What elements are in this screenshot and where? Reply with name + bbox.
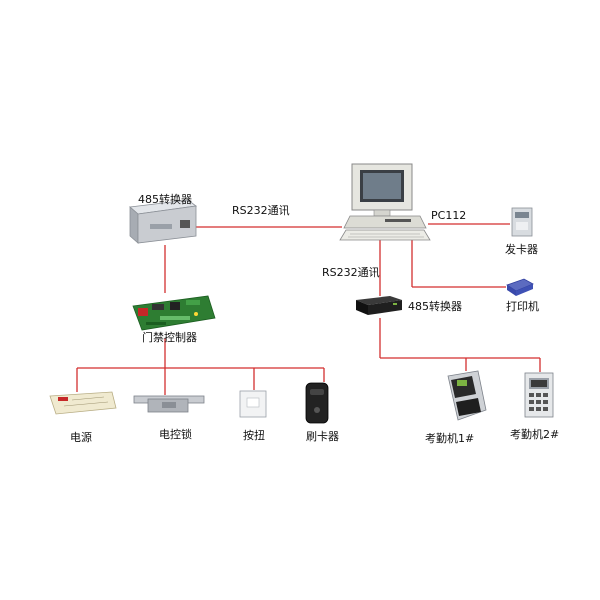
label-converter-mid: 485转换器 — [408, 300, 462, 313]
converter-device-top — [129, 199, 198, 244]
electric-lock-device — [133, 395, 205, 413]
label-printer: 打印机 — [506, 300, 539, 313]
label-power-supply: 电源 — [70, 431, 92, 444]
label-electric-lock: 电控锁 — [159, 428, 192, 441]
label-card-issuer: 发卡器 — [505, 243, 538, 256]
card-issuer-device — [511, 207, 533, 237]
attendance-machine-1 — [447, 370, 487, 421]
label-attendance-1: 考勤机1# — [425, 432, 475, 445]
card-reader-device — [305, 382, 329, 424]
label-door-controller: 门禁控制器 — [142, 331, 197, 344]
door-controller-board — [132, 295, 216, 331]
label-rs232-top: RS232通讯 — [232, 204, 290, 217]
exit-button-device — [239, 390, 267, 418]
printer-device — [506, 278, 534, 296]
label-attendance-2: 考勤机2# — [510, 428, 560, 441]
attendance-machine-2 — [524, 372, 554, 418]
connection-lines — [76, 223, 541, 395]
power-supply-device — [49, 391, 117, 415]
label-converter-top: 485转换器 — [138, 193, 192, 206]
label-rs232-mid: RS232通讯 — [322, 266, 380, 279]
label-pc: PC112 — [431, 209, 467, 222]
converter-device-mid — [356, 296, 402, 315]
label-button: 按扭 — [243, 429, 265, 442]
pc-computer — [339, 163, 431, 241]
label-card-reader: 刷卡器 — [306, 430, 339, 443]
